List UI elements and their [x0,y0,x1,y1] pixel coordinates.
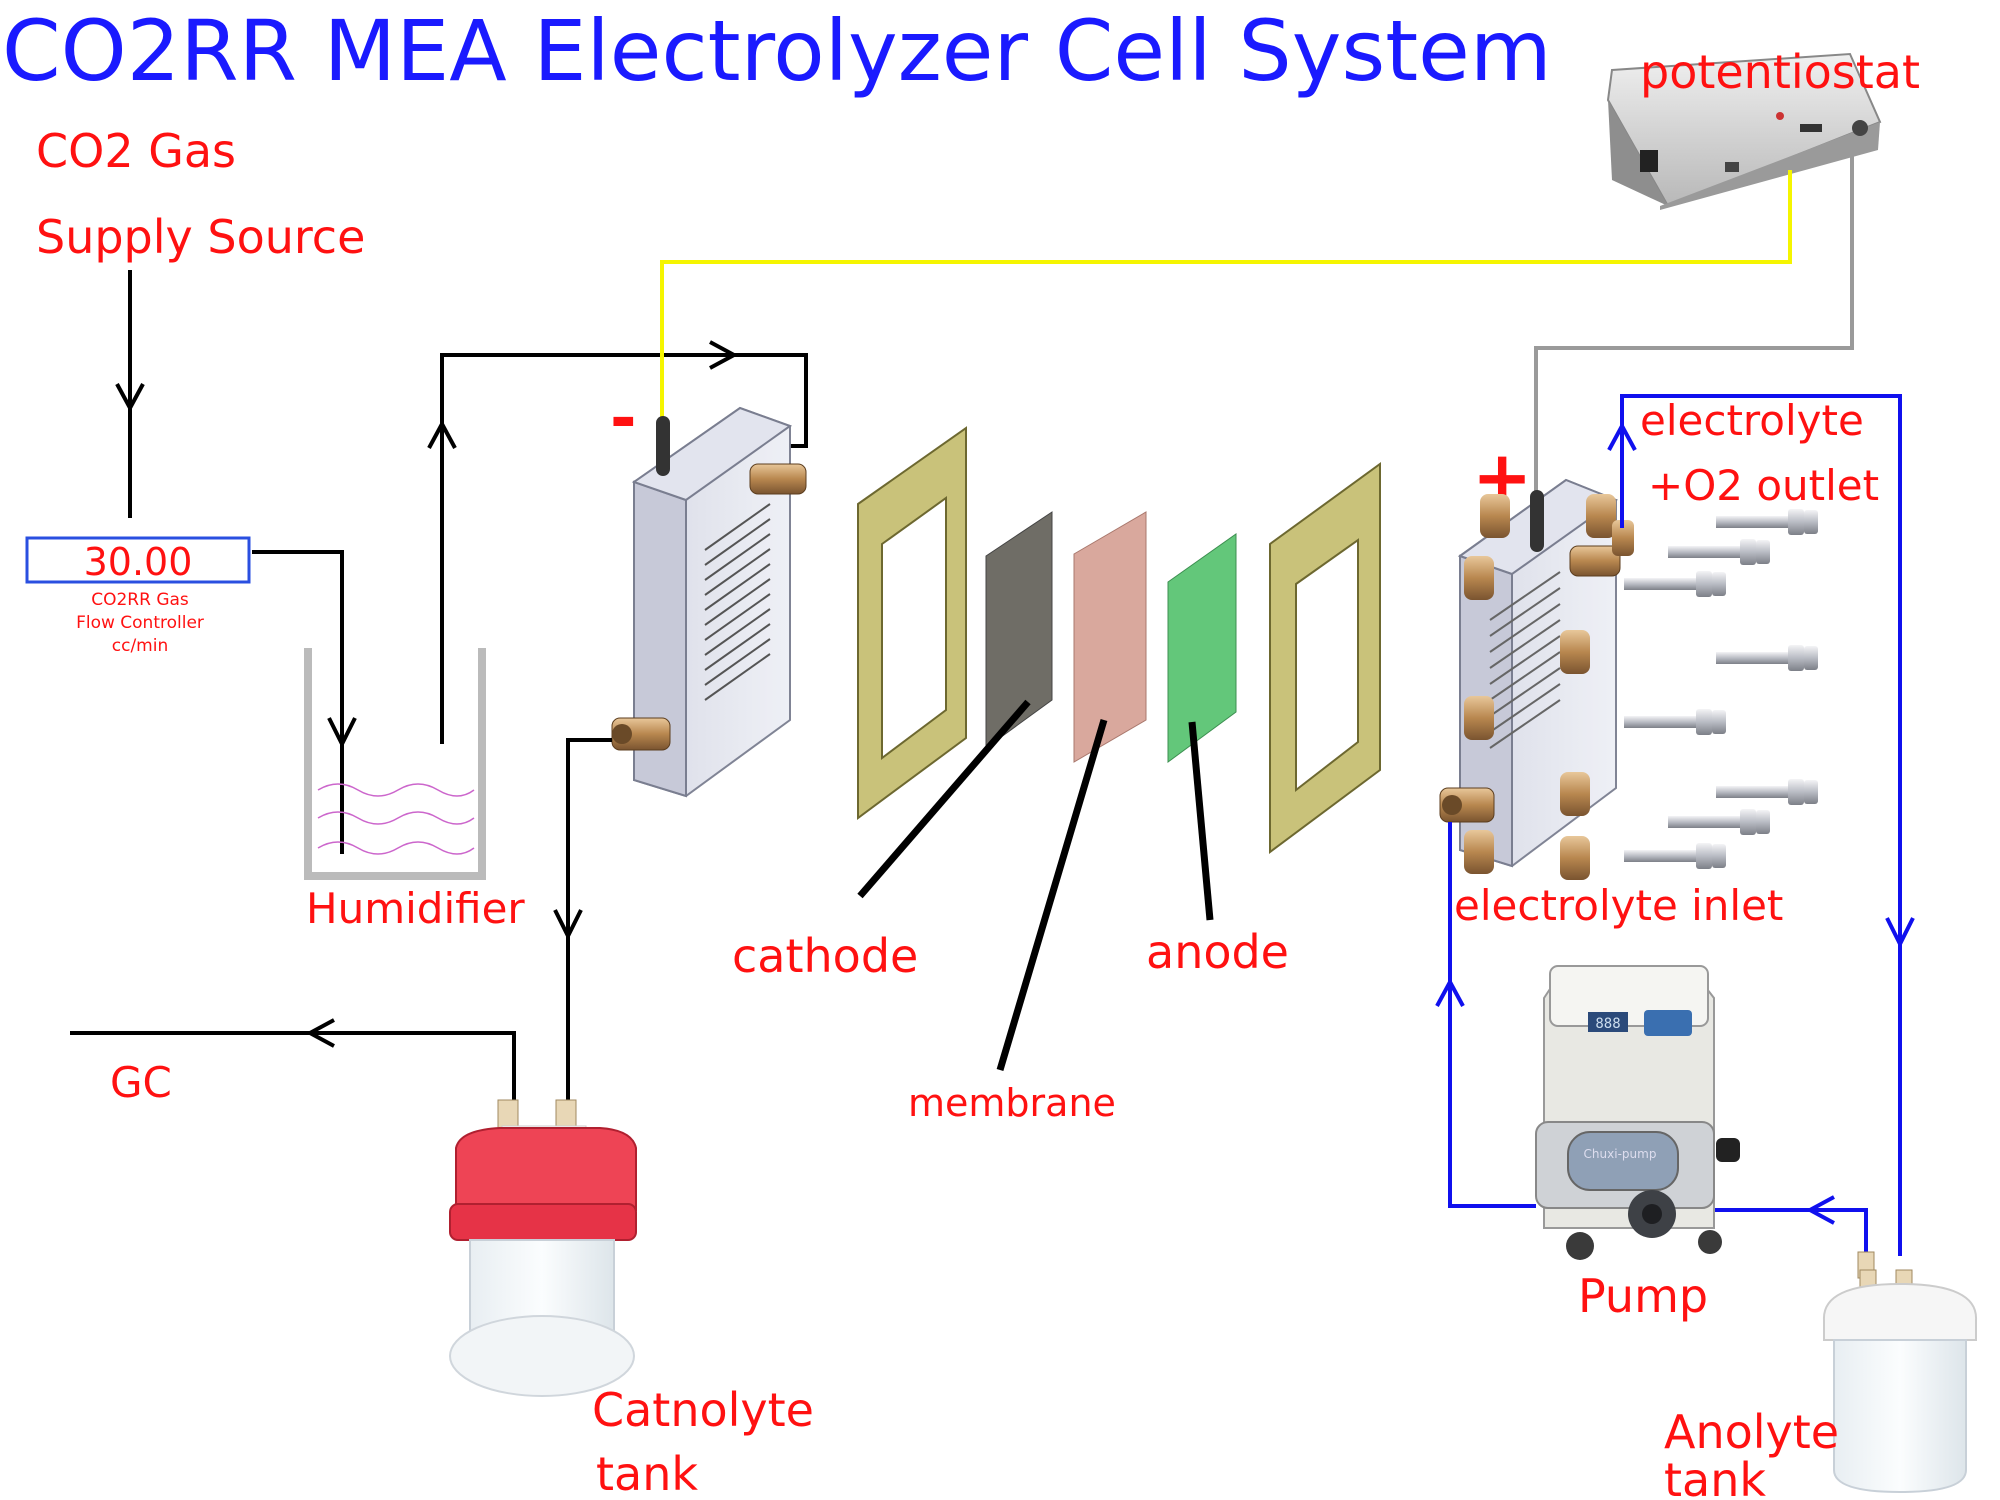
humidifier-vessel [304,648,486,880]
pump-brand-label: Chuxi-pump [1584,1147,1657,1161]
negative-terminal-sign: - [610,382,637,456]
anolyte-tank-label-line1: Anolyte [1664,1405,1839,1459]
membrane-label: membrane [908,1081,1116,1125]
diagram-title: CO2RR MEA Electrolyzer Cell System [2,2,1552,100]
potentiostat-label: potentiostat [1640,45,1920,99]
membrane-layer [1073,511,1147,763]
gc-label: GC [110,1058,172,1107]
flow-controller: 30.00 CO2RR Gas Flow Controller cc/min [25,536,251,656]
electrolyte-outlet-label-line1: electrolyte [1640,396,1864,445]
cathode-leader-line [857,699,1031,899]
anode-leader-line [1188,721,1214,921]
flow-caption-line3: cc/min [112,636,168,656]
catnolyte-tank-label-line2: tank [596,1447,698,1500]
assembly-bolts [1624,509,1818,869]
anolyte-tank [1822,1251,1978,1494]
peristaltic-pump: 888 Chuxi-pump [1535,965,1740,1260]
flow-readout-value: 30.00 [84,540,193,584]
flow-caption-line2: Flow Controller [76,613,204,633]
electrolyte-outlet-line [1607,394,1915,1256]
anode-layer [1167,533,1237,763]
catnolyte-tank-label-line1: Catnolyte [592,1383,814,1437]
electrolyte-inlet-line [1435,822,1536,1208]
flow-caption-line1: CO2RR Gas [91,590,189,610]
electrolyte-inlet-label: electrolyte inlet [1454,881,1783,930]
co2-source-label-line2: Supply Source [36,210,365,264]
gas-line-controller-to-humidifier [252,550,357,854]
anode-end-plate [1439,478,1634,880]
pump-label: Pump [1578,1269,1708,1323]
co2-source-label-line1: CO2 Gas [36,124,236,178]
potentiostat [1606,52,1882,210]
gas-line-cell-to-catnolyte [553,738,612,1100]
humidifier-label: Humidifier [306,884,525,933]
cathode-layer [985,511,1053,749]
gas-line-catnolyte-to-gc [70,1018,516,1100]
gas-line-source-to-controller [115,270,145,518]
anolyte-tank-label-line2: tank [1664,1453,1766,1500]
anode-label: anode [1146,925,1289,979]
cathode-end-plate [611,406,807,798]
anode-gasket [1269,462,1381,854]
gas-line-humidifier-to-cell [427,340,808,744]
cathode-label: cathode [732,929,918,983]
electrolyte-outlet-label-line2: +O2 outlet [1648,461,1879,510]
catnolyte-tank [449,1099,637,1397]
positive-lead-wire [1534,140,1854,500]
pump-display-digits: 888 [1595,1016,1620,1032]
cathode-gasket [857,426,967,820]
negative-lead-wire [660,170,1792,420]
membrane-leader-line [996,719,1108,1071]
